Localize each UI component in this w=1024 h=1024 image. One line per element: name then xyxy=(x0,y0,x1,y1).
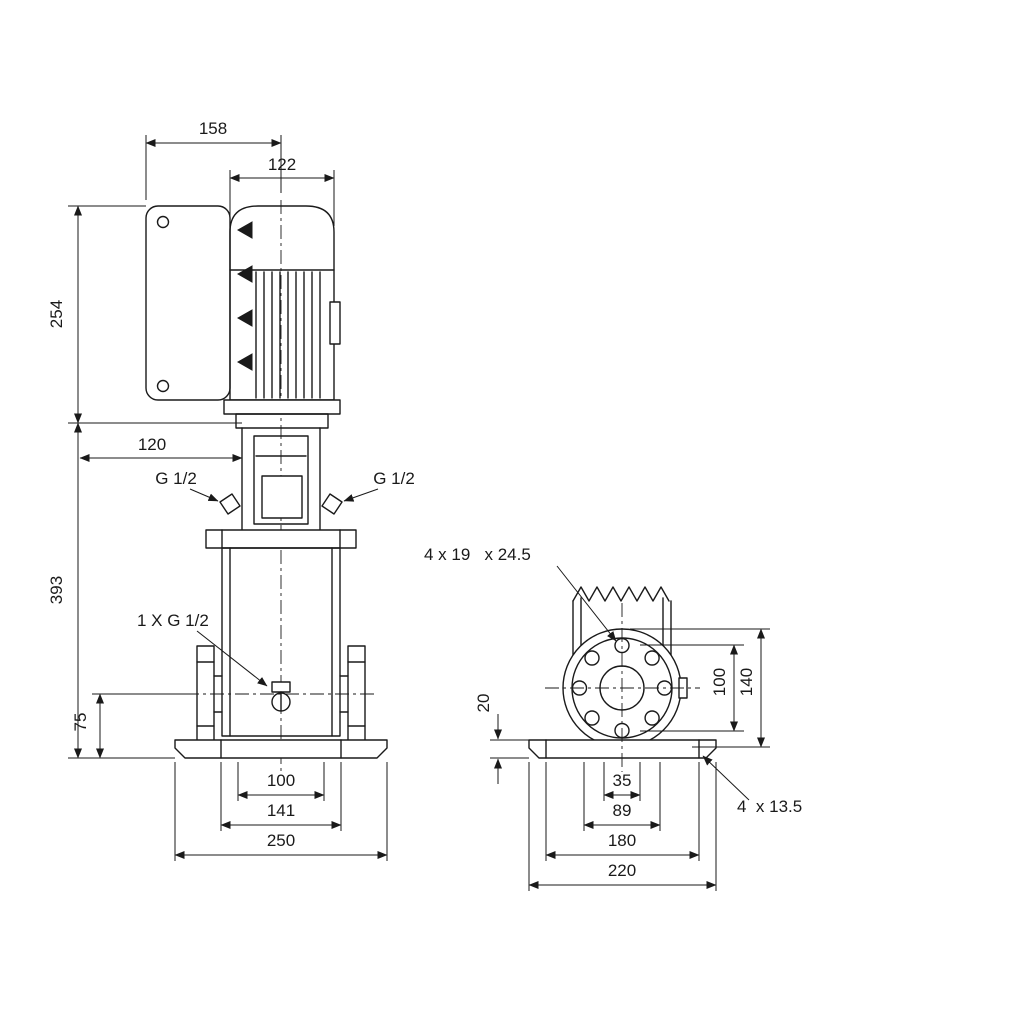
leader-line xyxy=(189,488,219,502)
break-line xyxy=(572,586,670,602)
leader-line xyxy=(556,565,617,642)
dim-35: 35 xyxy=(613,771,632,790)
dim-base-141: 141 xyxy=(267,801,295,820)
dim-base-bolt-spacing: 180 xyxy=(608,831,636,850)
flange-bolt-holes xyxy=(571,637,673,739)
base-plate-front xyxy=(174,739,388,759)
dim-120: 120 xyxy=(138,435,166,454)
chamber-sleeve xyxy=(221,547,341,737)
motor-fins xyxy=(255,271,321,399)
motor-body xyxy=(229,205,335,401)
leader-line xyxy=(343,488,379,502)
dim-base-length: 250 xyxy=(267,831,295,850)
front-view: 158 122 254 393 120 75 xyxy=(47,119,415,861)
motor-lugs xyxy=(236,221,253,371)
drain-plug xyxy=(271,681,291,693)
motor-side-tab xyxy=(329,301,341,345)
plug-right-label: G 1/2 xyxy=(373,469,415,488)
terminal-box xyxy=(145,205,231,401)
leader-line xyxy=(196,630,268,687)
side-view-geometry xyxy=(528,586,717,772)
pump-head-flange xyxy=(205,529,357,549)
base-hole-callout: 4 x 13.5 xyxy=(737,797,802,816)
vent-plug-left xyxy=(219,493,241,515)
coupling-guard xyxy=(261,475,303,519)
dim-89: 89 xyxy=(613,801,632,820)
dim-pump-height: 393 xyxy=(47,576,66,604)
dim-bolt-circle: 100 xyxy=(710,668,729,696)
front-view-dimensions: 158 122 254 393 120 75 xyxy=(47,119,415,861)
coupling-window xyxy=(253,435,309,525)
dim-motor-height: 254 xyxy=(47,300,66,328)
dim-base-height: 20 xyxy=(474,694,493,713)
dim-motor-width: 122 xyxy=(268,155,296,174)
dim-flange-od: 140 xyxy=(737,668,756,696)
dim-overall-width: 158 xyxy=(199,119,227,138)
leader-line xyxy=(702,755,750,801)
dim-base-100: 100 xyxy=(267,771,295,790)
dim-port-height: 75 xyxy=(71,713,90,732)
dim-base-width: 220 xyxy=(608,861,636,880)
terminal-box-screw xyxy=(156,215,170,229)
front-view-geometry xyxy=(145,200,388,772)
base-plate-side xyxy=(528,739,717,759)
side-view-dimensions: 4 x 19 x 24.5 20 100 140 4 x 13.5 xyxy=(424,545,802,891)
motor-flange xyxy=(223,399,341,415)
flange-hole-callout: 4 x 19 x 24.5 xyxy=(424,545,531,564)
terminal-box-screw xyxy=(156,379,170,393)
drain-label: 1 X G 1/2 xyxy=(137,611,209,630)
vent-plug-right xyxy=(321,493,343,515)
plug-left-label: G 1/2 xyxy=(155,469,197,488)
side-view: 4 x 19 x 24.5 20 100 140 4 x 13.5 xyxy=(424,545,802,891)
